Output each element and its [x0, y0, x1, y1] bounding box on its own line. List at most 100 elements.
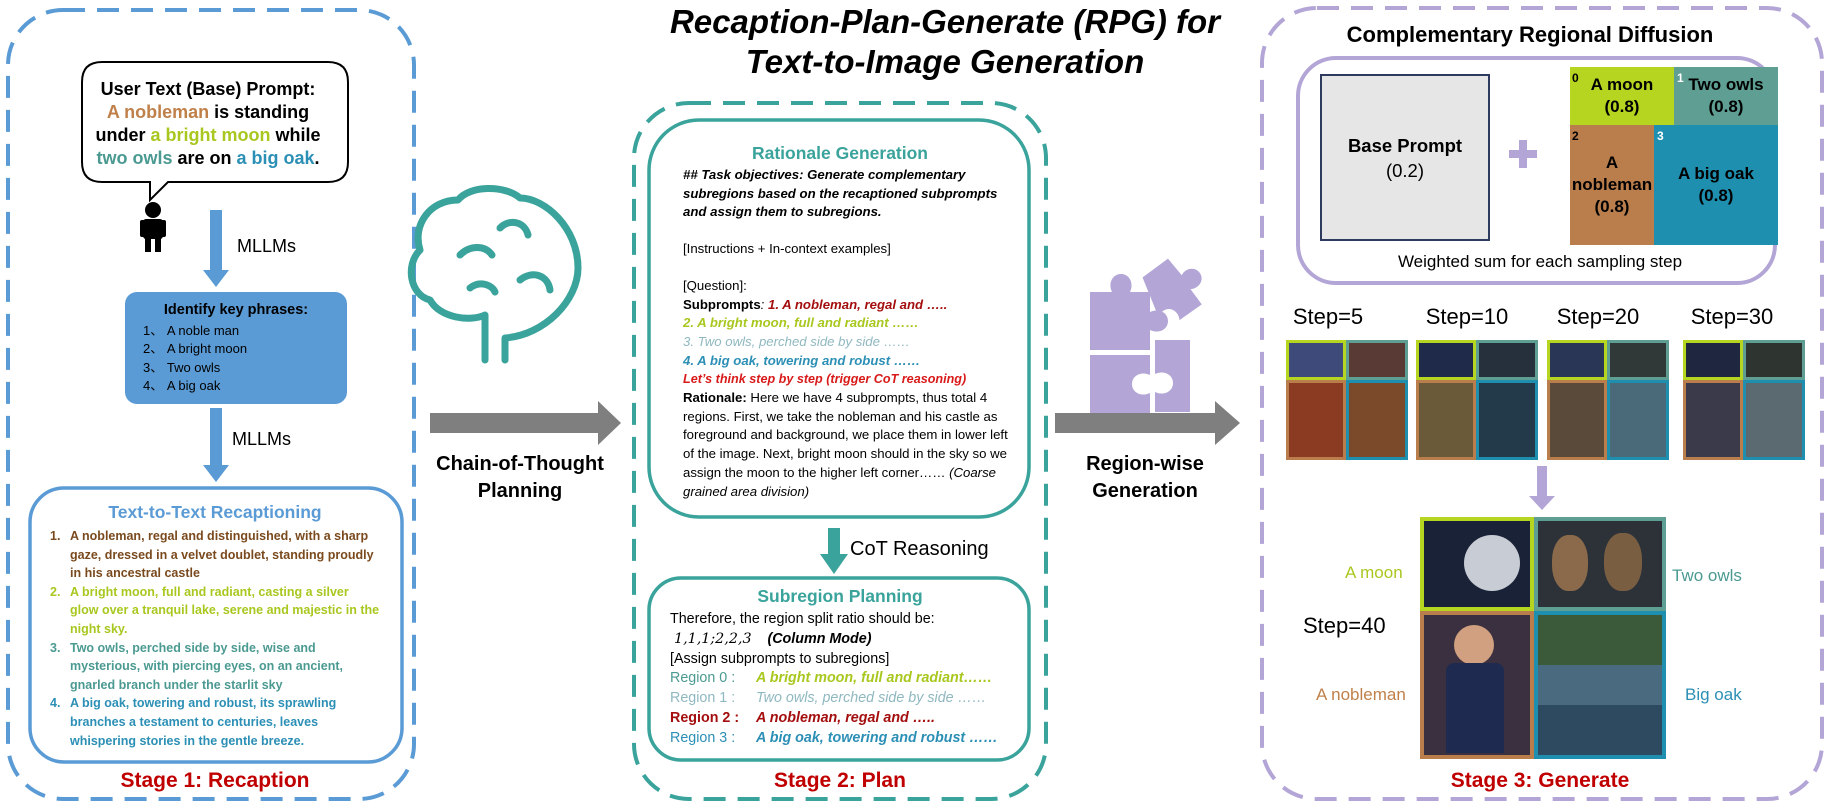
- thumb-quadrant: [1683, 380, 1743, 460]
- region-num: 2: [1572, 129, 1579, 143]
- step-label: Step=20: [1556, 304, 1640, 329]
- region-weight: (0.8): [1604, 97, 1640, 116]
- base-prompt-label: Base Prompt: [1347, 134, 1463, 156]
- region-oak: 3 A big oak (0.8): [1654, 125, 1778, 245]
- task-objectives: ## Task objectives: Generate complementa…: [683, 167, 998, 220]
- thumb-quadrant: [1476, 380, 1538, 460]
- thumb-quadrant: [1743, 340, 1805, 380]
- region-name: A moon: [1590, 75, 1654, 94]
- region-label: Region 3 :: [670, 729, 736, 746]
- key-phrase-item: 1、 A noble man: [143, 322, 240, 338]
- region-num: 3: [1657, 129, 1664, 143]
- puzzle-icon: [1090, 258, 1202, 413]
- region-text: A big oak, towering and robust ……: [756, 729, 998, 746]
- split-ratio: 1,1,1;2,2,3: [673, 630, 752, 647]
- page-title: Recaption-Plan-Generate (RPG) for Text-t…: [540, 2, 1350, 82]
- region-name: nobleman: [1571, 175, 1653, 194]
- thumb-quadrant: [1416, 340, 1476, 380]
- arrow-down-cot: [820, 528, 848, 574]
- assign-text: [Assign subprompts to subregions]: [670, 650, 890, 667]
- step40-image: [1420, 517, 1666, 759]
- foliage-shape: [1538, 615, 1662, 665]
- question-text: [Question]:: [683, 277, 747, 293]
- prompt-text: under: [95, 125, 151, 145]
- subprompt-3: 3. Two owls, perched side by side ……: [683, 333, 910, 349]
- recaption-text: A nobleman, regal and distinguished, wit…: [70, 529, 374, 581]
- prompt-line-1: A nobleman is standing: [88, 101, 328, 124]
- title-line-2: Text-to-Image Generation: [745, 43, 1145, 80]
- thumb-quadrant: [1743, 380, 1805, 460]
- subregion-title: Subregion Planning: [757, 586, 923, 606]
- thumb-quadrant: [1683, 340, 1743, 380]
- user-prompt: User Text (Base) Prompt: A nobleman is s…: [88, 78, 328, 170]
- body-shape: [1446, 663, 1504, 753]
- split-ratio-row: 1,1,1;2,2,3 (Column Mode): [670, 630, 1020, 650]
- region-num: 0: [1572, 71, 1579, 85]
- region-row-0: Region 0 :A bright moon, full and radian…: [670, 669, 1020, 689]
- region-gen-line: Region-wise: [1086, 453, 1204, 475]
- final-label-owls: Two owls: [1672, 566, 1742, 585]
- step10-image: [1416, 340, 1538, 460]
- thumb-quadrant: [1476, 340, 1538, 380]
- step5-image: [1286, 340, 1408, 460]
- arrow-right-2: [1055, 401, 1240, 445]
- prompt-text: is standing: [209, 102, 310, 122]
- rationale-tail: (Coarse grained area division): [683, 464, 997, 499]
- thumb-quadrant: [1416, 380, 1476, 460]
- rationale-label: Rationale:: [683, 390, 747, 406]
- region-composite: 0 A moon (0.8) 1 Two owls (0.8) 2 A nobl…: [1570, 67, 1778, 245]
- cot-reasoning-label: CoT Reasoning: [850, 538, 989, 560]
- rationale-paragraph: Rationale: Here we have 4 subprompts, th…: [683, 389, 1013, 501]
- key-phrases-box: Identify key phrases: 1、 A noble man 2、 …: [125, 292, 347, 404]
- thumb-quadrant: [1286, 380, 1346, 460]
- step-label: Step=5: [1292, 304, 1364, 329]
- person-icon: [140, 202, 166, 252]
- region-label: Region 2 :: [670, 709, 740, 726]
- region-row-1: Region 1 :Two owls, perched side by side…: [670, 689, 1020, 709]
- final-nobleman-quadrant: [1420, 611, 1534, 759]
- thumb-quadrant: [1607, 340, 1669, 380]
- base-prompt-weight: (0.2): [1385, 159, 1425, 181]
- weighted-sum-label: Weighted sum for each sampling step: [1397, 252, 1683, 271]
- region-row-2: Region 2 :A nobleman, regal and …..: [670, 709, 1020, 729]
- arrow-down-1: [203, 210, 229, 287]
- region-weight: (0.8): [1708, 97, 1744, 116]
- plus-icon: [1509, 140, 1537, 168]
- region-weight: (0.8): [1698, 186, 1734, 205]
- stage3-label: Stage 3: Generate: [1450, 769, 1630, 792]
- mllm-label-2: MLLMs: [232, 429, 292, 449]
- key-phrase-item: 2、 A bright moon: [143, 341, 248, 356]
- prompt-text: .: [314, 148, 320, 168]
- phrase-nobleman: A nobleman: [106, 102, 210, 122]
- recaption-item: 3. Two owls, perched side by side, wise …: [50, 639, 380, 695]
- step-label: Step=10: [1425, 304, 1509, 329]
- region-row-3: Region 3 : A big oak, towering and robust…: [670, 729, 1020, 749]
- step40-label: Step=40: [1303, 613, 1386, 638]
- key-phrases-title: Identify key phrases:: [163, 302, 309, 318]
- rationale-body: ## Task objectives: Generate complementa…: [683, 166, 1013, 501]
- head-shape: [1454, 625, 1494, 665]
- subprompts-label: Subprompts: [683, 296, 761, 312]
- phrase-oak: a big oak: [236, 148, 315, 168]
- brain-icon: [407, 185, 582, 364]
- thumb-quadrant: [1547, 340, 1607, 380]
- region-weight: (0.8): [1594, 197, 1630, 216]
- arrow-down-purple: [1529, 466, 1555, 510]
- recaption-list: 1. A nobleman, regal and distinguished, …: [50, 527, 380, 750]
- crd-title: Complementary Regional Diffusion: [1346, 22, 1714, 47]
- step30-image: [1683, 340, 1805, 460]
- region-num: 1: [1677, 71, 1684, 85]
- arrow-down-2: [203, 408, 229, 482]
- column-mode: (Column Mode): [767, 630, 872, 647]
- region-gen-line: Generation: [1092, 480, 1198, 502]
- recaption-text: A big oak, towering and robust, its spra…: [70, 696, 337, 748]
- subprompt-2: 2. A bright moon, full and radiant ……: [683, 315, 919, 331]
- subprompt-1: 1. A nobleman, regal and …..: [768, 296, 948, 312]
- subprompt-4: 4. A big oak, towering and robust ……: [683, 352, 921, 368]
- thumb-quadrant: [1547, 380, 1607, 460]
- mllm-label-1: MLLMs: [237, 236, 297, 256]
- phrase-owls: two owls: [96, 148, 173, 168]
- thumb-quadrant: [1607, 380, 1669, 460]
- split-text: Therefore, the region split ratio should…: [670, 611, 935, 627]
- arrow-right-1: [430, 401, 621, 445]
